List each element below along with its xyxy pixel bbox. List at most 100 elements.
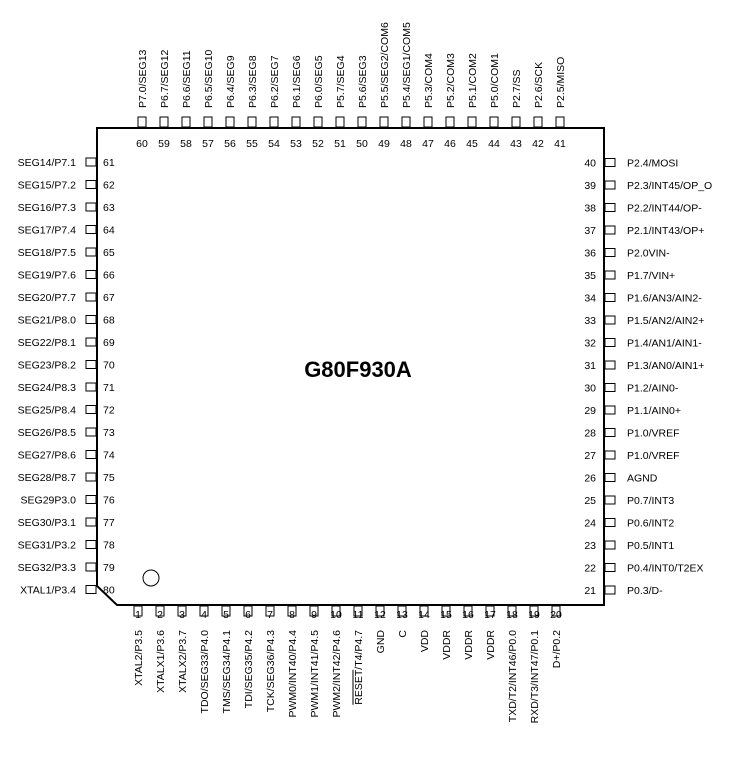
pin-69-number: 69 bbox=[103, 337, 115, 349]
pin-58-pad bbox=[181, 116, 191, 128]
pin-40-number: 40 bbox=[584, 158, 596, 170]
pin-16-label: VDDR bbox=[463, 630, 475, 660]
pin-51-number: 51 bbox=[334, 138, 346, 150]
pin-47-number: 47 bbox=[422, 138, 434, 150]
pin-57-pad bbox=[203, 116, 213, 128]
pin-5-number: 5 bbox=[223, 609, 229, 621]
pin-31-label: P1.3/AN0/AIN1+ bbox=[627, 360, 704, 372]
pin-25-number: 25 bbox=[584, 495, 596, 507]
pin-18-pad bbox=[507, 605, 517, 617]
pin-28-label: P1.0/VREF bbox=[627, 428, 680, 440]
pin-3-label: XTALX2/P3.7 bbox=[177, 630, 189, 693]
pin-20-number: 20 bbox=[550, 609, 562, 621]
pin-49-number: 49 bbox=[378, 138, 390, 150]
pin-61-number: 61 bbox=[103, 157, 115, 169]
pin-2-label: XTALX1/P3.6 bbox=[155, 630, 167, 693]
pin-64-pad bbox=[85, 225, 97, 234]
pin-21-pad bbox=[604, 585, 616, 595]
pin-60-number: 60 bbox=[136, 138, 148, 150]
pin-65-pad bbox=[85, 247, 97, 257]
pin-29-number: 29 bbox=[584, 405, 596, 417]
pin-45-number: 45 bbox=[466, 138, 478, 150]
pin-64-label: SEG17/P7.4 bbox=[18, 225, 77, 237]
pin-27-label: P1.0/VREF bbox=[627, 450, 680, 462]
pin-59-label: P6.7/SEG12 bbox=[159, 49, 171, 108]
pin-5-label: TMS/SEG34/P4.1 bbox=[221, 630, 233, 714]
pin-73-label: SEG26/P8.5 bbox=[18, 427, 77, 439]
pin-48-pad bbox=[401, 116, 411, 128]
pin-70-pad bbox=[85, 360, 97, 369]
pin-56-label: P6.4/SEG9 bbox=[225, 55, 237, 108]
pin-36-number: 36 bbox=[584, 248, 596, 260]
pin-13-number: 13 bbox=[396, 609, 408, 621]
pin-53-number: 53 bbox=[290, 138, 302, 150]
pin-6-label: TDI/SEG35/P4.2 bbox=[243, 630, 255, 708]
pin-57-label: P6.5/SEG10 bbox=[203, 49, 215, 108]
pin-46-number: 46 bbox=[444, 138, 456, 150]
pin-20-label: D+/P0.2 bbox=[551, 630, 563, 668]
pin-19-pad bbox=[529, 605, 539, 617]
pin-7-pad bbox=[265, 605, 275, 617]
pin-75-number: 75 bbox=[103, 472, 115, 484]
pin-8-number: 8 bbox=[289, 609, 295, 621]
pin-25-pad bbox=[604, 495, 616, 505]
pin-66-pad bbox=[85, 270, 97, 279]
pin-50-pad bbox=[357, 116, 367, 128]
pin-39-label: P2.3/INT45/OP_O bbox=[627, 180, 712, 192]
pin-19-label: RXD/T3/INT47/P0.1 bbox=[529, 630, 541, 724]
pin-12-number: 12 bbox=[374, 609, 386, 621]
pin-44-label: P5.0/COM1 bbox=[489, 53, 501, 108]
pin-21-number: 21 bbox=[584, 585, 596, 597]
pin-52-number: 52 bbox=[312, 138, 324, 150]
pin-43-label: P2.7/SS bbox=[511, 69, 523, 108]
pin-24-number: 24 bbox=[584, 518, 596, 530]
pin-47-label: P5.3/COM4 bbox=[423, 53, 435, 108]
pin-46-pad bbox=[445, 116, 455, 128]
pin-80-label: XTAL1/P3.4 bbox=[20, 585, 76, 597]
pin-37-label: P2.1/INT43/OP+ bbox=[627, 225, 704, 237]
pin-76-label: SEG29P3.0 bbox=[21, 495, 77, 507]
pin-35-number: 35 bbox=[584, 270, 596, 282]
pin-77-pad bbox=[85, 517, 97, 527]
pin-33-pad bbox=[604, 315, 616, 325]
pin-46-label: P5.2/COM3 bbox=[445, 53, 457, 108]
pin-36-label: P2.0VIN- bbox=[627, 248, 670, 260]
pin-52-label: P6.0/SEG5 bbox=[313, 55, 325, 108]
pin-72-number: 72 bbox=[103, 405, 115, 417]
chip-package-outline bbox=[96, 127, 605, 606]
pin-60-label: P7.0/SEG13 bbox=[137, 49, 149, 108]
pin-78-label: SEG31/P3.2 bbox=[18, 540, 77, 552]
pin-1-pad bbox=[133, 605, 143, 617]
pin-78-number: 78 bbox=[103, 540, 115, 552]
pin-58-label: P6.6/SEG11 bbox=[181, 50, 193, 108]
pin-15-pad bbox=[441, 605, 451, 617]
pin-36-pad bbox=[604, 248, 616, 257]
pin-4-label: TDO/SEG33/P4.0 bbox=[199, 630, 211, 714]
pin-29-label: P1.1/AIN0+ bbox=[627, 405, 681, 417]
pin-17-label: VDDR bbox=[485, 630, 497, 660]
pin-59-pad bbox=[159, 116, 169, 128]
pin-21-label: P0.3/D- bbox=[627, 585, 663, 597]
pin-13-pad bbox=[397, 605, 407, 617]
pin-10-pad bbox=[331, 605, 341, 617]
pin-1-label: XTAL2/P3.5 bbox=[133, 630, 145, 686]
pin-16-number: 16 bbox=[462, 609, 474, 621]
pin-24-pad bbox=[604, 518, 616, 527]
pin-7-label: TCK/SEG36/P4.3 bbox=[265, 630, 277, 712]
pin-11-pad bbox=[353, 605, 363, 617]
pin-10-label: PWM2/INT42/P4.6 bbox=[331, 630, 343, 718]
pin-18-number: 18 bbox=[506, 609, 518, 621]
pin-31-pad bbox=[604, 360, 616, 370]
pin-50-label: P5.6/SEG3 bbox=[357, 55, 369, 108]
pin-11-number: 11 bbox=[353, 609, 364, 621]
pin-41-pad bbox=[555, 116, 565, 128]
pin-33-label: P1.5/AN2/AIN2+ bbox=[627, 315, 704, 327]
pin-39-pad bbox=[604, 180, 616, 190]
pin-2-number: 2 bbox=[157, 609, 163, 621]
pin-64-number: 64 bbox=[103, 225, 115, 237]
pin-23-pad bbox=[604, 540, 616, 550]
pin-15-label: VDDR bbox=[441, 630, 453, 660]
pin-30-label: P1.2/AIN0- bbox=[627, 383, 679, 395]
pin-22-pad bbox=[604, 563, 616, 572]
pin-51-pad bbox=[335, 116, 345, 128]
